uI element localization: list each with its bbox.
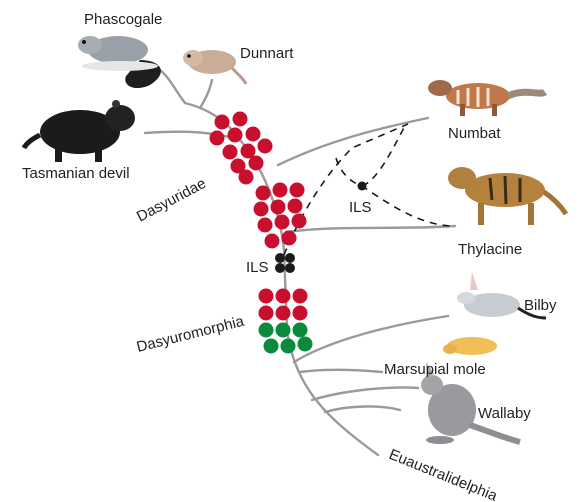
branch-tasmanian-devil xyxy=(143,130,242,142)
marsupial-mole-label: Marsupial mole xyxy=(384,361,486,378)
lower-red-dot-cluster xyxy=(258,288,308,321)
dunnart-illustration xyxy=(183,50,248,85)
marsupial-mole-illustration xyxy=(443,337,497,355)
branch-wallaby xyxy=(310,386,420,402)
branch-wallaby-lower xyxy=(323,405,402,414)
dasyuridae-label: Dasyuridae xyxy=(134,175,209,226)
bilby-illustration xyxy=(457,272,547,320)
green-dot-cluster xyxy=(258,322,313,354)
phascogale-label: Phascogale xyxy=(84,11,162,28)
dasyuromorphia-red-dot-cluster xyxy=(253,182,307,249)
branch-dunnart xyxy=(198,78,214,110)
tree-branches xyxy=(143,68,457,457)
thylacine-illustration xyxy=(448,167,569,225)
branch-bilby xyxy=(292,314,450,364)
numbat-label: Numbat xyxy=(448,125,501,142)
ils-labels: ILS ILS xyxy=(246,199,372,276)
clade-labels: Dasyuridae Dasyuromorphia Euaustralidelp… xyxy=(134,175,500,502)
dunnart-label: Dunnart xyxy=(240,45,294,62)
wallaby-illustration xyxy=(421,362,521,445)
branch-thylacine xyxy=(284,224,457,234)
tasmanian-devil-illustration xyxy=(21,100,135,162)
dasyuridae-dot-cluster xyxy=(209,111,273,185)
thylacine-label: Thylacine xyxy=(458,241,522,258)
branch-phascogale xyxy=(158,68,187,105)
ils-black-dot-cluster xyxy=(275,253,295,273)
wallaby-label: Wallaby xyxy=(478,405,531,422)
numbat-illustration xyxy=(428,80,548,116)
ils-lower-label: ILS xyxy=(246,259,269,276)
phascogale-illustration xyxy=(78,36,161,89)
dasyuromorphia-label: Dasyuromorphia xyxy=(135,313,247,356)
euaustralidelphia-label: Euaustralidelphia xyxy=(387,446,501,502)
branch-numbat xyxy=(276,116,430,167)
ils-dashed-line-upper xyxy=(361,123,407,187)
taxon-labels: Phascogale Dunnart Tasmanian devil Numba… xyxy=(22,11,557,422)
ils-dashed-line-thylacine xyxy=(335,157,453,227)
ils-upper-label: ILS xyxy=(349,199,372,216)
branch-marsupial-mole xyxy=(298,368,384,374)
tasmanian-devil-label: Tasmanian devil xyxy=(22,165,130,182)
bilby-label: Bilby xyxy=(524,297,557,314)
ils-node-dot xyxy=(357,181,367,191)
